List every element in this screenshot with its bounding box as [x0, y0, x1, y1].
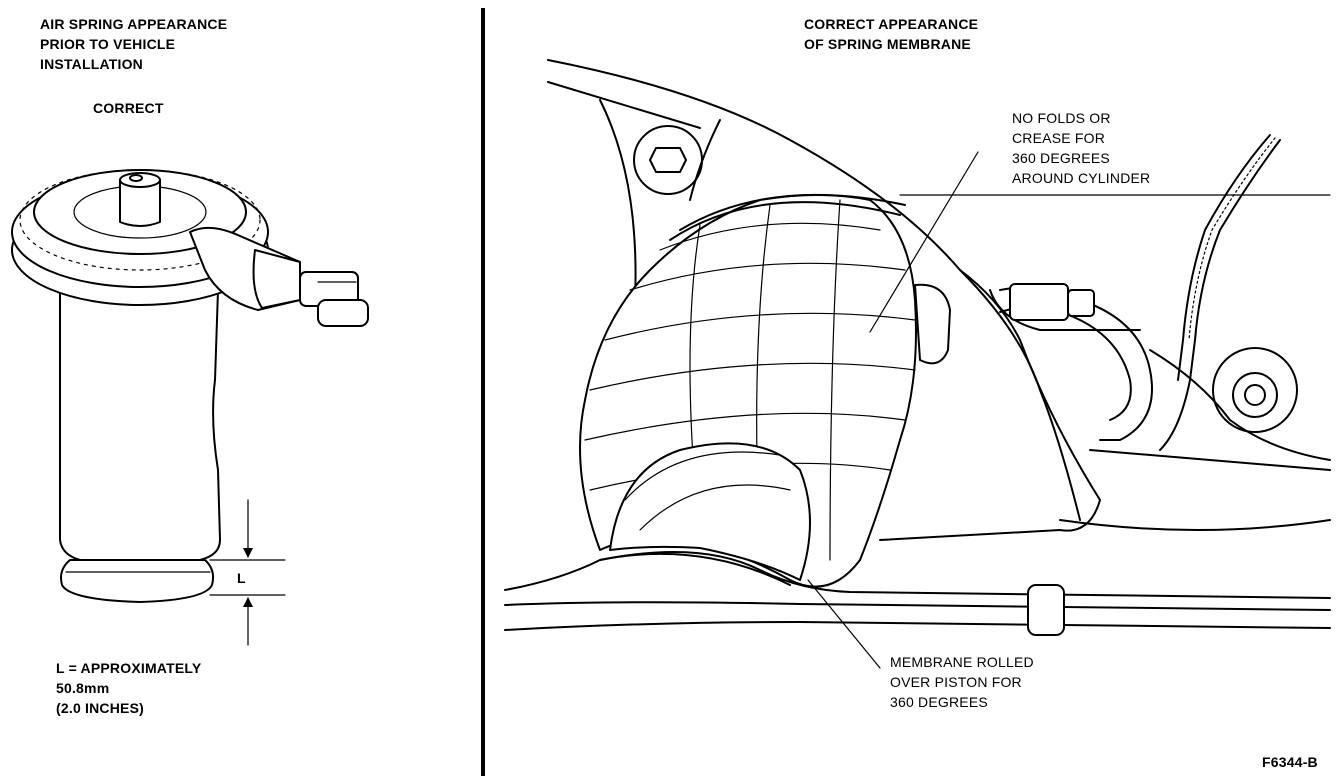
- installed-spring-illustration: [504, 59, 1331, 636]
- figure-id: F6344-B: [1262, 754, 1318, 770]
- callout-leader-bottom: [807, 579, 881, 669]
- callout-membrane-rolled: MEMBRANE ROLLED OVER PISTON FOR 360 DEGR…: [890, 652, 1034, 712]
- callout-top-line-4: AROUND CYLINDER: [1012, 170, 1151, 186]
- left-panel-title: AIR SPRING APPEARANCE PRIOR TO VEHICLE I…: [40, 14, 227, 74]
- right-title-line-2: OF SPRING MEMBRANE: [804, 36, 971, 52]
- right-panel-title: CORRECT APPEARANCE OF SPRING MEMBRANE: [804, 14, 978, 54]
- callout-bottom-line-1: MEMBRANE ROLLED: [890, 654, 1034, 670]
- correct-label: CORRECT: [93, 100, 164, 116]
- note-line-3: (2.0 INCHES): [56, 700, 144, 716]
- dimension-note: L = APPROXIMATELY 50.8mm (2.0 INCHES): [56, 658, 201, 718]
- callout-no-folds: NO FOLDS OR CREASE FOR 360 DEGREES AROUN…: [1012, 108, 1150, 188]
- right-title-line-1: CORRECT APPEARANCE: [804, 16, 979, 32]
- callout-bottom-line-2: OVER PISTON FOR: [890, 674, 1022, 690]
- callout-top-line-1: NO FOLDS OR: [1012, 110, 1111, 126]
- left-title-line-2: PRIOR TO VEHICLE: [40, 36, 176, 52]
- dimension-marker: [209, 499, 286, 646]
- dimension-letter-label: L: [237, 570, 246, 586]
- note-line-1: L = APPROXIMATELY: [56, 660, 202, 676]
- callout-top-line-2: CREASE FOR: [1012, 130, 1106, 146]
- note-line-2: 50.8mm: [56, 680, 110, 696]
- left-title-line-1: AIR SPRING APPEARANCE: [40, 16, 228, 32]
- air-spring-illustration: [11, 169, 369, 603]
- left-title-line-3: INSTALLATION: [40, 56, 143, 72]
- callout-bottom-line-3: 360 DEGREES: [890, 694, 988, 710]
- callout-top-line-3: 360 DEGREES: [1012, 150, 1110, 166]
- callout-leader-top: [869, 151, 979, 333]
